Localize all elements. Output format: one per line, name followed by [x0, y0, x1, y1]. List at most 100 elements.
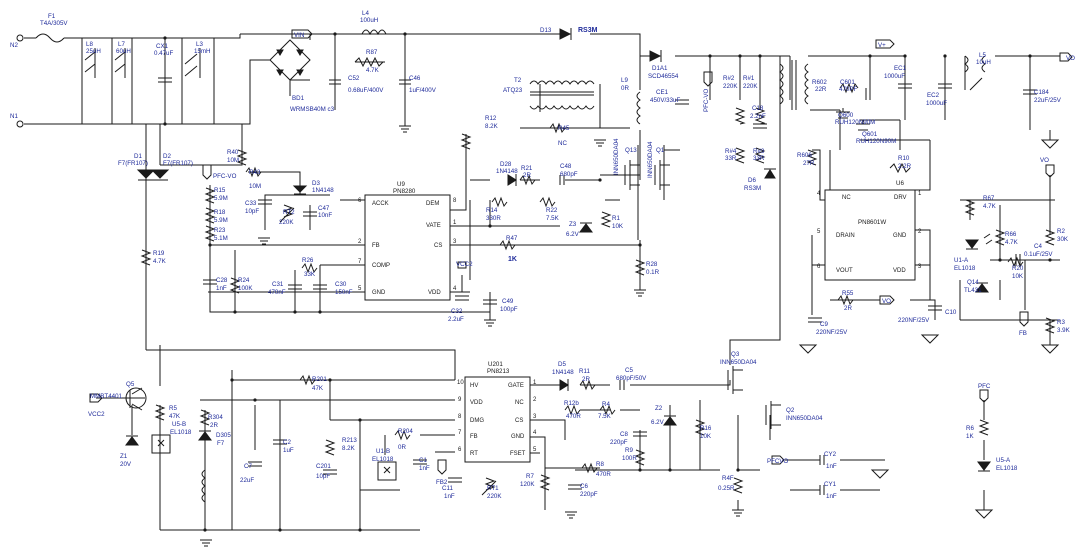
bridge-rectifier-bd1	[269, 39, 311, 81]
pin-number: 1	[453, 220, 457, 226]
ref-label: R23	[214, 227, 226, 234]
ref-label: R3	[1057, 319, 1065, 326]
value-label: 0R	[621, 85, 629, 92]
pin-label: DRV	[894, 195, 907, 201]
ref-label: D5	[558, 361, 566, 368]
value-label: 33R	[753, 155, 765, 162]
flag-pfc-vo-a	[202, 164, 212, 180]
optocoupler-u1a	[965, 233, 993, 250]
resistor-r21	[519, 174, 536, 186]
choke-l5	[964, 55, 986, 91]
ref-label: D1A1	[652, 65, 668, 72]
value-label: 100K	[238, 285, 253, 292]
value-label: 5.9M	[214, 195, 228, 202]
flag-pfc-vo-b	[703, 71, 713, 87]
resistor-r12	[460, 133, 472, 150]
flag-vplus	[875, 39, 895, 49]
ref-label: EC1	[894, 65, 907, 72]
value-label: INN650DA04	[720, 359, 757, 366]
ref-label: R24	[238, 277, 250, 284]
ref-label: L3	[196, 41, 203, 48]
capacitor-c11	[448, 477, 462, 483]
diode-d6	[764, 168, 776, 179]
net-label-pfc-vo-a: PFC-VO	[213, 173, 237, 180]
resistor-r40	[236, 149, 248, 166]
resistor-r201	[299, 374, 316, 386]
pin-number: 9	[458, 397, 462, 403]
diode-d305	[198, 430, 212, 441]
net-label-fb2: FB2	[436, 479, 448, 486]
value-label: 220pF	[580, 491, 598, 498]
value-label: 10pF	[245, 208, 259, 215]
value-label: 1nF	[826, 493, 837, 500]
flag-vin	[291, 29, 313, 39]
value-label: SCD46554	[648, 73, 679, 80]
net-label-pfc: PFC	[978, 383, 991, 390]
ground-symbol	[484, 319, 496, 327]
choke-l7	[111, 48, 126, 78]
resistor-r24	[229, 277, 241, 294]
ground-symbol	[974, 509, 994, 519]
value-label: 1K	[508, 256, 517, 263]
ic-ref: U9	[397, 181, 405, 188]
value-label: RUH120N90M	[856, 138, 896, 145]
capacitor-c10	[928, 305, 942, 311]
flag-pfc	[979, 389, 989, 403]
ground-symbol	[870, 469, 890, 479]
ref-label: C18	[752, 105, 764, 112]
value-label: 220K	[487, 493, 502, 500]
pin-label: FSET	[510, 451, 526, 457]
value-label: 470R	[596, 471, 611, 478]
component-labels: F1 T4A/305V L8 25uH L7 60uH CX1 0.47uF L…	[40, 10, 1071, 500]
ic-u6: U6 PN8601W NC DRAIN VOUT DRV GND VDD 4 5…	[817, 180, 922, 281]
capacitor-c47	[303, 211, 317, 217]
ref-label: Q2	[786, 407, 795, 414]
ref-label: C31	[272, 281, 284, 288]
value-label: RS3M	[744, 185, 761, 192]
resistor-r2	[734, 107, 746, 125]
value-label: INN650DA04	[613, 138, 620, 175]
value-label: RS3M	[578, 27, 598, 34]
fuse-symbol	[35, 33, 65, 43]
value-label: 2R	[582, 376, 590, 383]
diode-d1	[136, 169, 156, 181]
net-label-vcc2-b: VCC2	[88, 411, 105, 418]
value-label: 1N4148	[312, 187, 334, 194]
ref-label: C46	[409, 75, 421, 82]
pin-label: RT	[470, 451, 478, 457]
ref-label: D305	[216, 432, 231, 439]
value-label: 30K	[1057, 236, 1069, 243]
net-label-n1: N1	[10, 113, 18, 120]
value-label: 100R	[622, 455, 637, 462]
resistor-r4f	[732, 477, 744, 494]
value-label: TL431	[964, 287, 982, 294]
ref-label: U5-B	[172, 421, 186, 428]
value-label: 330R	[486, 215, 501, 222]
aux-winding	[201, 469, 206, 503]
ref-label: R20	[1012, 265, 1024, 272]
ic-ref: U201	[488, 361, 503, 368]
value-label: EL1018	[954, 265, 976, 272]
ref-label: R#2	[723, 75, 735, 82]
ref-label: R55	[842, 290, 854, 297]
resistor-r9	[634, 449, 646, 466]
value-label: 20V	[120, 461, 132, 468]
resistor-r22	[539, 196, 556, 208]
ref-label: R304	[208, 414, 223, 421]
net-label-vin: VIN	[294, 32, 304, 39]
ref-label: RT1	[487, 485, 499, 492]
value-label: 6.2V	[566, 231, 580, 238]
value-label: 15mH	[194, 48, 211, 55]
value-label: 60uH	[116, 48, 131, 55]
capacitor-c6	[568, 484, 582, 490]
ref-label: C10	[945, 309, 957, 316]
pin-number: 8	[458, 414, 462, 420]
value-label: 5.1M	[214, 235, 228, 242]
value-label: 1N4148	[552, 369, 574, 376]
net-label-vo-top: VO	[1066, 55, 1075, 62]
pin-label: VATE	[426, 223, 441, 229]
resistor-r606	[806, 149, 818, 166]
ref-label: R6	[966, 425, 974, 432]
